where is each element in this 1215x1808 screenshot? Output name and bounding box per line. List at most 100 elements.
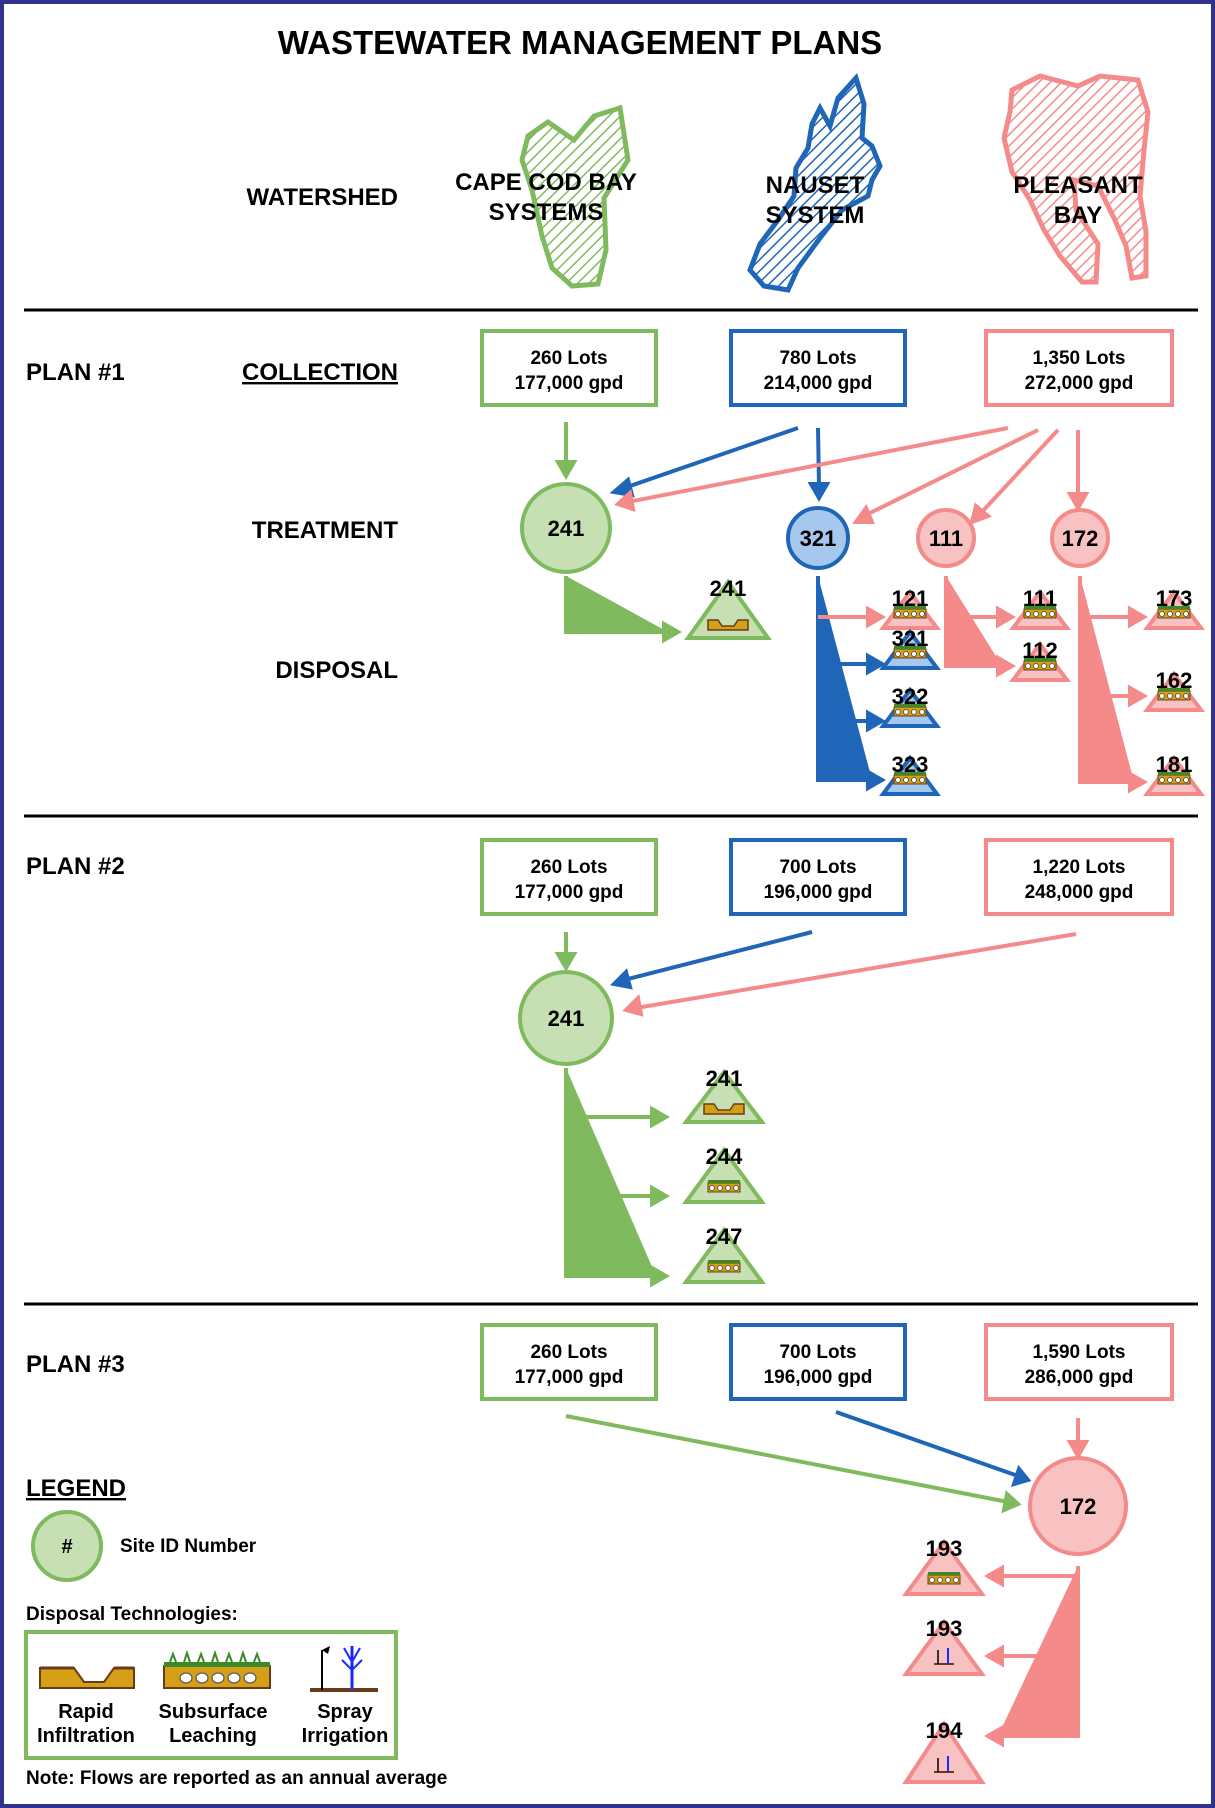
svg-text:248,000 gpd: 248,000 gpd [1025,882,1134,903]
disposal-site-id: 193 [926,1536,963,1561]
subsurface-leaching-icon [1157,688,1191,701]
rapid-infiltration-icon [39,1666,135,1689]
plan-1-collection-nauset: 780 Lots 214,000 gpd [729,329,907,407]
subsurface-leaching-icon [1023,606,1057,619]
disposal-site-241: 241 [684,576,772,640]
svg-text:214,000 gpd: 214,000 gpd [764,373,873,394]
subsurface-leaching-icon [1023,658,1057,671]
disposal-site-193: 193 [902,1616,986,1676]
disposal-triangle [682,1146,766,1204]
legend-tech-heading: Disposal Technologies: [26,1604,238,1625]
svg-text:1,220 Lots: 1,220 Lots [1033,857,1126,878]
svg-text:241: 241 [548,516,585,541]
disposal-triangle [902,1538,986,1596]
subsurface-leaching-icon [1157,772,1191,785]
svg-text:1,590 Lots: 1,590 Lots [1033,1342,1126,1363]
row-label-disposal: DISPOSAL [275,657,398,684]
svg-text:321: 321 [800,526,837,551]
plan-3-treatment-site-172: 172 [1028,1456,1128,1556]
spray-irrigation-icon [934,1756,954,1773]
svg-text:172: 172 [1062,526,1099,551]
watershed-label-pleasant-bay-line2: BAY [1054,202,1102,229]
subsurface-leaching-icon [707,1260,741,1273]
legend-title: LEGEND [26,1475,126,1502]
svg-text:177,000 gpd: 177,000 gpd [515,882,624,903]
disposal-site-173: 173 [1143,586,1205,630]
subsurface-leaching-icon [1157,606,1191,619]
disposal-site-id: 112 [1022,638,1058,663]
disposal-site-247: 247 [682,1224,766,1284]
disposal-site-111: 111 [1009,586,1071,630]
nauset-watershed-shape [747,73,883,293]
cape-cod-bay-watershed-shape [519,104,631,289]
disposal-site-id: 173 [1156,586,1193,611]
plan-2-collection-cape-cod: 260 Lots 177,000 gpd [480,838,658,916]
svg-text:196,000 gpd: 196,000 gpd [764,1367,873,1388]
disposal-site-181: 181 [1143,752,1205,796]
plan-1-treatment-site-172: 172 [1050,508,1110,568]
plan-3-collection-cape-cod: 260 Lots 177,000 gpd [480,1323,658,1401]
legend-tech-spray-line2: Irrigation [302,1725,389,1747]
legend-site-symbol: # [31,1510,103,1582]
row-label-treatment: TREATMENT [252,517,399,544]
legend-tech-subsurface-line1: Subsurface [159,1701,268,1723]
disposal-site-322: 322 [879,684,941,728]
subsurface-leaching-icon [707,1180,741,1193]
svg-text:#: # [61,1536,72,1558]
svg-text:700 Lots: 700 Lots [779,1342,856,1363]
disposal-site-id: 322 [892,684,929,709]
svg-text:241: 241 [548,1006,585,1031]
disposal-site-121: 121 [879,586,941,630]
disposal-site-id: 121 [892,586,929,611]
svg-text:172: 172 [1060,1494,1097,1519]
watershed-label-nauset-line2: SYSTEM [766,202,865,229]
page-title: WASTEWATER MANAGEMENT PLANS [278,24,882,61]
plan-2-label: PLAN #2 [26,853,125,880]
disposal-site-id: 111 [1023,586,1057,611]
disposal-site-id: 181 [1156,752,1193,777]
watershed-label-cape-cod-line1: CAPE COD BAY [455,169,637,196]
plan-1-collection-pleasant-bay: 1,350 Lots 272,000 gpd [984,329,1174,407]
plan-1-collection-cape-cod: 260 Lots 177,000 gpd [480,329,658,407]
svg-text:260 Lots: 260 Lots [530,857,607,878]
footnote: Note: Flows are reported as an annual av… [26,1768,447,1789]
disposal-site-id: 323 [892,752,929,777]
disposal-triangle [902,1720,986,1784]
legend-tech-rapid-line1: Rapid [58,1701,114,1723]
disposal-site-id: 247 [706,1224,743,1249]
disposal-site-193: 193 [902,1536,986,1596]
spray-irrigation-icon [934,1648,954,1665]
plan-3-collection-pleasant-bay: 1,590 Lots 286,000 gpd [984,1323,1174,1401]
pleasant-bay-watershed-shape [1001,73,1151,285]
spray-irrigation-icon [310,1646,378,1692]
disposal-site-id: 244 [706,1144,743,1169]
svg-text:700 Lots: 700 Lots [779,857,856,878]
plan-2-treatment-site-241: 241 [518,970,614,1066]
svg-text:272,000 gpd: 272,000 gpd [1025,373,1134,394]
disposal-site-162: 162 [1143,668,1205,712]
plan-1-treatment-site-241: 241 [520,482,612,574]
disposal-site-id: 241 [710,576,747,601]
watershed-label-cape-cod-line2: SYSTEMS [489,199,604,226]
disposal-site-id: 194 [926,1718,963,1743]
plan-1-treatment-site-321: 321 [786,506,850,570]
disposal-triangle [682,1226,766,1284]
legend-tech-box [24,1630,398,1760]
svg-text:1,350 Lots: 1,350 Lots [1033,348,1126,369]
subsurface-leaching-icon [163,1649,271,1689]
subsurface-leaching-icon [927,1572,961,1585]
row-label-collection: COLLECTION [242,359,398,386]
rapid-infiltration-icon [707,619,749,631]
svg-text:111: 111 [929,526,963,551]
legend-tech-rapid-line2: Infiltration [37,1725,135,1747]
subsurface-leaching-icon [893,704,927,717]
subsurface-leaching-icon [893,646,927,659]
svg-text:780 Lots: 780 Lots [779,348,856,369]
svg-text:177,000 gpd: 177,000 gpd [515,1367,624,1388]
plan-2-collection-nauset: 700 Lots 196,000 gpd [729,838,907,916]
plan-3-flow-arrows [565,1410,1090,1748]
svg-text:260 Lots: 260 Lots [530,1342,607,1363]
disposal-site-id: 193 [926,1616,963,1641]
legend-tech-spray-line1: Spray [317,1701,373,1723]
